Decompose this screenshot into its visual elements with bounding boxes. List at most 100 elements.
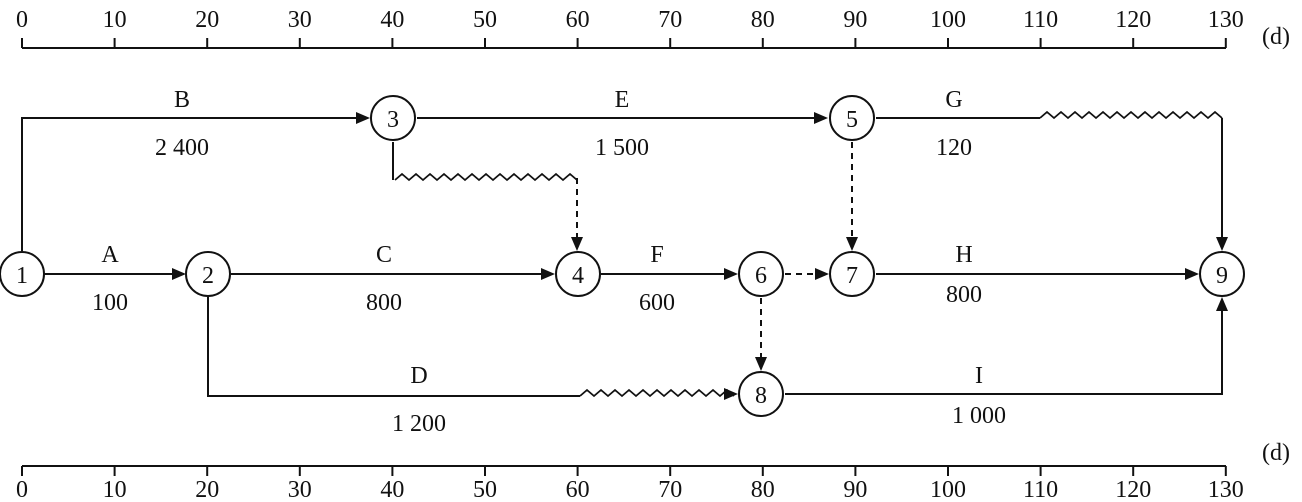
node-6: 6 — [738, 251, 784, 297]
arrow-activity-i — [785, 300, 1223, 395]
arrowhead-i — [1216, 297, 1228, 311]
float-wave-3-4 — [394, 172, 578, 182]
top-tick-label: 30 — [288, 7, 312, 33]
node-2-circle — [185, 251, 231, 297]
node-9-circle — [1199, 251, 1245, 297]
bottom-tick-label: 100 — [930, 477, 966, 502]
node-4: 4 — [555, 251, 601, 297]
node-9-label: 9 — [1216, 263, 1228, 289]
top-tick-label: 60 — [566, 7, 590, 33]
activity-name-c: C — [376, 242, 392, 268]
node-2: 2 — [185, 251, 231, 297]
bottom-tick-label: 70 — [658, 477, 682, 502]
bottom-unit-label: (d) — [1262, 440, 1290, 466]
node-6-label: 6 — [755, 263, 767, 289]
arrowhead-f — [724, 268, 738, 280]
top-tick-label: 0 — [16, 7, 28, 33]
node-5-label: 5 — [846, 107, 858, 133]
node-7-label: 7 — [846, 263, 858, 289]
arrowhead-a — [172, 268, 186, 280]
node-7-circle — [829, 251, 875, 297]
arrowhead-dummy-6-7 — [815, 268, 829, 280]
node-1-label: 1 — [16, 263, 28, 289]
activity-cost-e: 1 500 — [595, 135, 649, 161]
node-3-circle — [370, 95, 416, 141]
bottom-tick-label: 60 — [566, 477, 590, 502]
node-5-circle — [829, 95, 875, 141]
nodes: 1 2 3 4 5 6 7 8 — [0, 95, 1245, 417]
activity-cost-f: 600 — [639, 290, 675, 316]
node-3: 3 — [370, 95, 416, 141]
arrowhead-c — [541, 268, 555, 280]
bottom-tick-label: 120 — [1115, 477, 1151, 502]
arrowhead-g — [1216, 237, 1228, 251]
bottom-time-scale: 0 10 20 30 40 50 60 70 80 90 100 110 120 130 (d) — [16, 440, 1290, 502]
arrowhead-dummy-5-7 — [846, 237, 858, 251]
node-1: 1 — [0, 251, 45, 297]
top-tick-label: 10 — [103, 7, 127, 33]
node-4-circle — [555, 251, 601, 297]
bottom-tick-label: 10 — [103, 477, 127, 502]
bottom-tick-label: 90 — [843, 477, 867, 502]
bottom-tick-label: 20 — [195, 477, 219, 502]
node-6-circle — [738, 251, 784, 297]
activity-name-i: I — [975, 363, 983, 389]
bottom-tick-label: 40 — [380, 477, 404, 502]
top-tick-label: 90 — [843, 7, 867, 33]
node-8: 8 — [738, 371, 784, 417]
arrowhead-b — [356, 112, 370, 124]
activity-labels: A 100 B 2 400 C 800 D 1 200 E 1 500 F 60… — [92, 87, 1006, 437]
top-tick-label: 120 — [1115, 7, 1151, 33]
activity-name-d: D — [410, 363, 427, 389]
node-2-label: 2 — [202, 263, 214, 289]
node-5: 5 — [829, 95, 875, 141]
activity-name-a: A — [101, 242, 119, 268]
bottom-tick-label: 110 — [1023, 477, 1058, 502]
activity-arrows — [21, 110, 1228, 400]
arrowhead-dummy-6-8 — [755, 357, 767, 371]
node-3-label: 3 — [387, 107, 399, 133]
top-tick-label: 80 — [751, 7, 775, 33]
activity-name-f: F — [650, 242, 663, 268]
activity-cost-g: 120 — [936, 135, 972, 161]
node-8-label: 8 — [755, 383, 767, 409]
bottom-ticks: 0 10 20 30 40 50 60 70 80 90 100 110 120 130 — [16, 466, 1244, 502]
activity-name-g: G — [945, 87, 962, 113]
float-wave-d — [579, 388, 735, 398]
node-7: 7 — [829, 251, 875, 297]
node-8-circle — [738, 371, 784, 417]
arrowhead-dummy-3-4 — [571, 237, 583, 251]
activity-cost-h: 800 — [946, 282, 982, 308]
arrowhead-d — [724, 388, 738, 400]
activity-cost-a: 100 — [92, 290, 128, 316]
arrow-activity-d — [207, 297, 580, 397]
top-tick-label: 40 — [380, 7, 404, 33]
arrow-activity-b — [21, 117, 367, 251]
bottom-tick-label: 80 — [751, 477, 775, 502]
activity-cost-i: 1 000 — [952, 403, 1006, 429]
bottom-tick-label: 50 — [473, 477, 497, 502]
bottom-tick-label: 0 — [16, 477, 28, 502]
activity-name-e: E — [615, 87, 630, 113]
activity-cost-d: 1 200 — [392, 411, 446, 437]
top-unit-label: (d) — [1262, 24, 1290, 50]
activity-name-b: B — [174, 87, 190, 113]
node-9: 9 — [1199, 251, 1245, 297]
activity-cost-b: 2 400 — [155, 135, 209, 161]
bottom-tick-label: 130 — [1208, 477, 1244, 502]
top-tick-label: 50 — [473, 7, 497, 33]
top-tick-label: 100 — [930, 7, 966, 33]
activity-cost-c: 800 — [366, 290, 402, 316]
node-1-circle — [0, 251, 45, 297]
bottom-tick-label: 30 — [288, 477, 312, 502]
dummy-arrows — [392, 142, 858, 371]
top-tick-label: 130 — [1208, 7, 1244, 33]
top-tick-label: 110 — [1023, 7, 1058, 33]
top-tick-label: 70 — [658, 7, 682, 33]
float-wave-g — [1039, 110, 1223, 120]
node-4-label: 4 — [572, 263, 584, 289]
arrowhead-h — [1185, 268, 1199, 280]
